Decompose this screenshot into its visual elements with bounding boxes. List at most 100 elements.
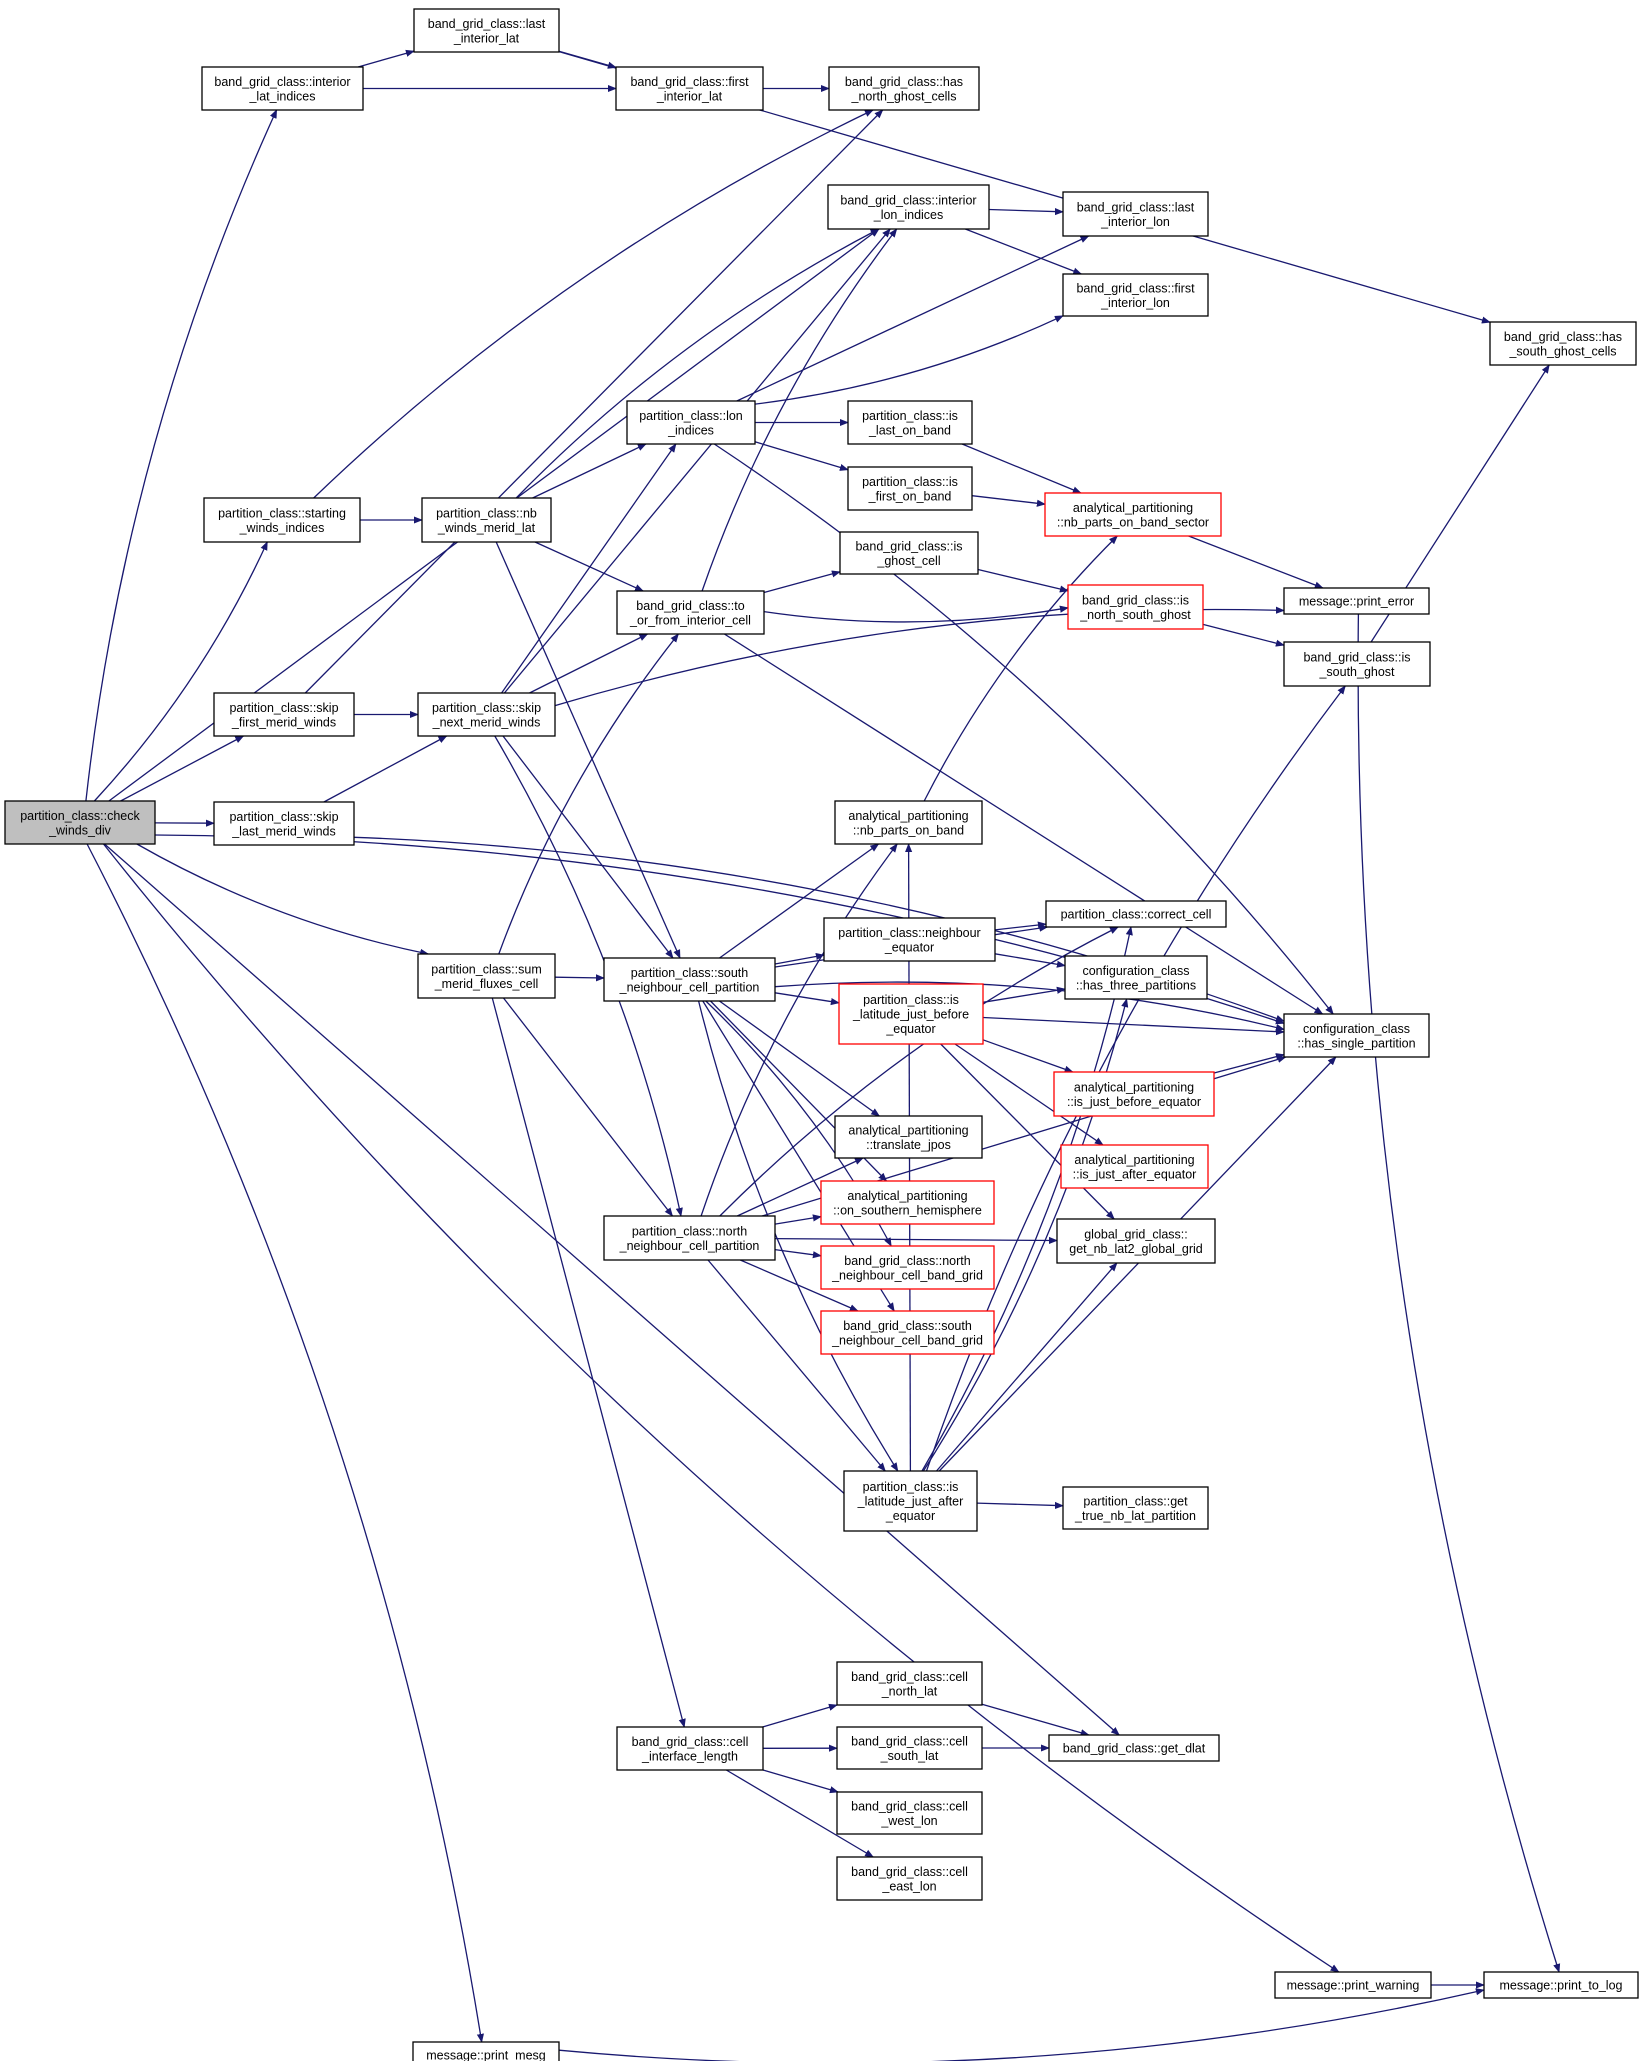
node-get-true-nb-lat-partition[interactable]: partition_class::get_true_nb_lat_partiti… [1062,1486,1209,1530]
node-box [836,1726,983,1770]
edge-line [357,49,415,68]
node-skip-last-merid-winds[interactable]: partition_class::skip_last_merid_winds [213,801,355,846]
node-box [417,953,556,999]
call-edge-is-just-before-equator-to-has-single-partition [1213,1053,1285,1074]
node-box [843,1470,978,1532]
node-correct-cell[interactable]: partition_class::correct_cell [1045,900,1227,928]
node-label: _equator [884,940,934,954]
node-is-ghost-cell[interactable]: band_grid_class::is_ghost_cell [839,531,979,575]
node-box [413,8,560,53]
node-first-interior-lat[interactable]: band_grid_class::first_interior_lat [615,66,764,111]
node-north-neighbour-cell-band-grid[interactable]: band_grid_class::north_neighbour_cell_ba… [820,1245,995,1290]
node-last-interior-lat[interactable]: band_grid_class::last_interior_lat [413,8,560,53]
node-has-north-ghost-cells[interactable]: band_grid_class::has_north_ghost_cells [828,66,980,111]
node-label: band_grid_class::has [1504,330,1622,344]
node-is-first-on-band[interactable]: partition_class::is_first_on_band [847,466,973,511]
node-label: analytical_partitioning [848,809,968,823]
edge-line [954,1043,1104,1146]
edge-line [102,843,1340,1973]
node-starting-winds-indices[interactable]: partition_class::starting_winds_indices [203,497,361,543]
node-skip-next-merid-winds[interactable]: partition_class::skip_next_merid_winds [417,692,556,737]
node-label: partition_class::skip [229,701,338,715]
node-label: partition_class::check [20,809,140,823]
node-is-just-after-equator[interactable]: analytical_partitioning::is_just_after_e… [1060,1144,1209,1189]
node-label: _interior_lon [1100,215,1170,229]
edge-line [976,1501,1064,1510]
node-interior-lat-indices[interactable]: band_grid_class::interior_lat_indices [201,66,364,111]
node-nb-parts-on-band-sector[interactable]: analytical_partitioning::nb_parts_on_ban… [1044,492,1222,537]
node-label: partition_class::is [863,993,959,1007]
node-print-to-log[interactable]: message::print_to_log [1483,1971,1639,1999]
node-nb-parts-on-band[interactable]: analytical_partitioning::nb_parts_on_ban… [834,800,983,845]
node-label: _ghost_cell [876,554,940,568]
node-label: _neighbour_cell_band_grid [831,1333,983,1347]
node-is-north-south-ghost[interactable]: band_grid_class::is_north_south_ghost [1067,584,1204,630]
node-label: ::nb_parts_on_band [853,823,964,837]
call-edge-nb-winds-merid-lat-to-interior-lon-indices [515,228,880,499]
node-check-winds-div[interactable]: partition_class::check_winds_div [4,800,156,845]
node-neighbour-equator[interactable]: partition_class::neighbour_equator [823,917,996,962]
node-label: message::print_warning [1287,1979,1420,1993]
node-has-three-partitions[interactable]: configuration_class::has_three_partition… [1064,955,1208,1000]
node-label: band_grid_class::cell [632,1735,749,1749]
node-label: _east_lon [881,1879,936,1893]
node-interior-lon-indices[interactable]: band_grid_class::interior_lon_indices [827,184,990,230]
edge-line [724,633,1324,1015]
node-is-just-before-equator[interactable]: analytical_partitioning::is_just_before_… [1053,1071,1215,1117]
node-on-southern-hemisphere[interactable]: analytical_partitioning::on_southern_hem… [820,1180,995,1225]
node-sum-merid-fluxes-cell[interactable]: partition_class::sum_merid_fluxes_cell [417,953,556,999]
node-print-warning[interactable]: message::print_warning [1274,1971,1432,1999]
node-nb-winds-merid-lat[interactable]: partition_class::nb_winds_merid_lat [421,497,552,543]
edge-line [971,495,1046,507]
node-is-south-ghost[interactable]: band_grid_class::is_south_ghost [1283,641,1431,687]
node-lon-indices[interactable]: partition_class::lon_indices [626,400,756,445]
node-get-dlat[interactable]: band_grid_class::get_dlat [1048,1734,1220,1762]
node-label: _last_on_band [868,423,951,437]
call-edge-interior-lon-indices-to-first-interior-lon [965,228,1083,275]
node-cell-east-lon[interactable]: band_grid_class::cell_east_lon [836,1856,983,1901]
node-has-south-ghost-cells[interactable]: band_grid_class::has_south_ghost_cells [1489,321,1637,366]
node-south-neighbour-cell-partition[interactable]: partition_class::south_neighbour_cell_pa… [603,957,776,1002]
node-label: band_grid_class::is [855,539,962,553]
node-is-latitude-just-after-equator[interactable]: partition_class::is_latitude_just_after_… [843,1470,978,1532]
call-edge-check-winds-div-to-interior-lat-indices [85,109,278,802]
node-label: band_grid_class::get_dlat [1063,1742,1206,1756]
edge-line [774,1214,822,1225]
node-label: _winds_div [48,823,112,837]
call-edge-check-winds-div-to-get-dlat [104,843,1120,1736]
node-cell-south-lat[interactable]: band_grid_class::cell_south_lat [836,1726,983,1770]
node-cell-interface-length[interactable]: band_grid_class::cell_interface_length [616,1726,764,1771]
node-cell-west-lon[interactable]: band_grid_class::cell_west_lon [836,1791,983,1835]
node-is-latitude-just-before-equator[interactable]: partition_class::is_latitude_just_before… [838,983,984,1045]
call-edge-north-neighbour-cell-partition-to-south-neighbour-cell-band-grid [740,1259,859,1312]
node-label: partition_class::starting [218,506,346,520]
edge-line [1357,613,1561,1973]
node-label: _interface_length [641,1749,738,1763]
node-label: _first_on_band [868,489,952,503]
node-skip-first-merid-winds[interactable]: partition_class::skip_first_merid_winds [213,692,355,737]
edge-line [701,228,898,592]
node-label: band_grid_class::has [845,75,963,89]
node-label: partition_class::north [632,1224,747,1238]
call-edge-south-neighbour-cell-partition-to-is-latitude-just-after-equator [697,1000,899,1472]
node-label: band_grid_class::interior [214,75,350,89]
node-last-interior-lon[interactable]: band_grid_class::last_interior_lon [1062,191,1209,237]
node-print-mesg[interactable]: message::print_mesg [412,2041,560,2061]
edge-line [762,1703,838,1728]
node-print-error[interactable]: message::print_error [1283,587,1430,615]
node-to-or-from-interior-cell[interactable]: band_grid_class::to_or_from_interior_cel… [616,590,765,635]
node-label: partition_class::south [631,966,748,980]
edge-line [558,1988,1485,2061]
edge-line [1202,623,1285,647]
node-translate-jpos[interactable]: analytical_partitioning::translate_jpos [834,1115,983,1159]
node-box [1056,1218,1216,1264]
node-box [615,66,764,111]
node-south-neighbour-cell-band-grid[interactable]: band_grid_class::south_neighbour_cell_ba… [820,1310,995,1355]
node-get-nb-lat2-global-grid[interactable]: global_grid_class::get_nb_lat2_global_gr… [1056,1218,1216,1264]
node-north-neighbour-cell-partition[interactable]: partition_class::north_neighbour_cell_pa… [603,1215,776,1261]
node-is-last-on-band[interactable]: partition_class::is_last_on_band [847,400,973,445]
node-has-single-partition[interactable]: configuration_class::has_single_partitio… [1283,1013,1430,1058]
node-cell-north-lat[interactable]: band_grid_class::cell_north_lat [836,1661,983,1706]
node-box [213,801,355,846]
node-first-interior-lon[interactable]: band_grid_class::first_interior_lon [1062,273,1209,317]
